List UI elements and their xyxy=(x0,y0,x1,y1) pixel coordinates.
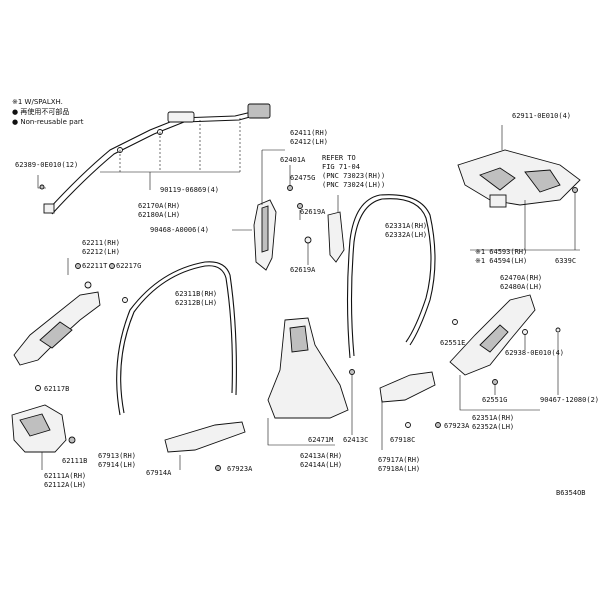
rear-door-scuff-plate[interactable] xyxy=(379,371,436,403)
label-62111b: 62111B xyxy=(62,457,87,465)
bracket-part xyxy=(489,194,507,208)
front-door-scuff-plate[interactable] xyxy=(164,421,246,453)
center-pillar-lower-garnish[interactable] xyxy=(267,317,349,419)
label-67923a-front: 67923A xyxy=(227,465,253,473)
front-pillar-garnish[interactable] xyxy=(13,291,101,366)
label-62480a: 62480A(LH) xyxy=(500,283,542,291)
label-62413a: 62413A(RH) xyxy=(300,452,342,460)
clip-icon xyxy=(68,436,76,444)
assist-grip-part[interactable] xyxy=(327,211,345,263)
label-90119: 90119-06869(4) xyxy=(160,186,219,194)
label-90468: 90468-A0006(4) xyxy=(150,226,209,234)
label-64593: ※1 64593(RH) xyxy=(475,248,527,256)
label-62401a: 62401A xyxy=(280,156,306,164)
legend: ※1 W/SPALXH. ● 再使用不可部品 ● Non-reusable pa… xyxy=(12,98,84,126)
label-62211t: 62211T xyxy=(82,262,108,270)
refer-note-line-1: REFER TO xyxy=(322,154,356,162)
clip-icon xyxy=(452,319,458,325)
label-62413c: 62413C xyxy=(343,436,368,444)
center-pillar-upper-garnish[interactable] xyxy=(253,199,277,271)
clip-icon xyxy=(435,422,441,428)
label-62389: 62389-0E010(12) xyxy=(15,161,78,169)
legend-note-3: ● Non-reusable part xyxy=(12,118,84,126)
clip-icon xyxy=(287,185,293,191)
label-62170a: 62170A(RH) xyxy=(138,202,180,210)
legend-note-1: ※1 W/SPALXH. xyxy=(12,98,63,106)
clip-icon xyxy=(522,329,528,335)
quarter-pillar-garnish[interactable] xyxy=(449,294,536,376)
label-62551g: 62551G xyxy=(482,396,507,404)
label-67913: 67913(RH) xyxy=(98,452,136,460)
label-62180a: 62180A(LH) xyxy=(138,211,180,219)
front-door-opening-trim[interactable] xyxy=(116,261,237,416)
cowl-side-trim[interactable] xyxy=(11,404,67,453)
legend-note-2: ● 再使用不可部品 xyxy=(12,107,69,116)
label-62412: 62412(LH) xyxy=(290,138,328,146)
label-62551e: 62551E xyxy=(440,339,465,347)
clip-icon xyxy=(572,187,578,193)
label-67918a: 67918A(LH) xyxy=(378,465,420,473)
diagram-code: B6354OB xyxy=(556,489,586,497)
label-62352a: 62352A(LH) xyxy=(472,423,514,431)
clip-icon xyxy=(39,184,45,190)
label-62414a: 62414A(LH) xyxy=(300,461,342,469)
label-62471m: 62471M xyxy=(308,436,333,444)
roof-side-inner-garnish[interactable] xyxy=(457,149,581,208)
label-6339c: 6339C xyxy=(555,257,576,265)
curtain-shield-airbag[interactable] xyxy=(43,103,271,215)
label-67917a: 67917A(RH) xyxy=(378,456,420,464)
label-62938: 62938-0E010(4) xyxy=(505,349,564,357)
refer-note-line-4: (PNC 73024(LH)) xyxy=(322,181,385,189)
label-62332a: 62332A(LH) xyxy=(385,231,427,239)
clip-icon xyxy=(349,369,355,375)
label-67918c: 67918C xyxy=(390,436,415,444)
label-90467: 90467-12080(2) xyxy=(540,396,599,404)
rear-door-opening-trim[interactable] xyxy=(346,194,436,359)
label-62117b: 62117B xyxy=(44,385,69,393)
label-67914a: 67914A xyxy=(146,469,172,477)
clip-icon xyxy=(304,236,312,244)
clip-icon xyxy=(405,422,411,428)
label-62475g: 62475G xyxy=(290,174,315,182)
label-62911: 62911-0E010(4) xyxy=(512,112,571,120)
clip-icon xyxy=(555,327,561,333)
label-62411: 62411(RH) xyxy=(290,129,328,137)
label-62212: 62212(LH) xyxy=(82,248,120,256)
label-62351a: 62351A(RH) xyxy=(472,414,514,422)
label-62331a: 62331A(RH) xyxy=(385,222,427,230)
label-64594: ※1 64594(LH) xyxy=(475,257,527,265)
label-62211: 62211(RH) xyxy=(82,239,120,247)
clip-icon xyxy=(109,263,115,269)
label-62619a-upper: 62619A xyxy=(300,208,326,216)
clip-icon xyxy=(84,281,92,289)
clip-icon xyxy=(75,263,81,269)
label-67923a-rear: 67923A xyxy=(444,422,470,430)
label-62619a-lower: 62619A xyxy=(290,266,316,274)
clip-icon xyxy=(122,297,128,303)
label-62311b: 62311B(RH) xyxy=(175,290,217,298)
refer-note-line-3: (PNC 73023(RH)) xyxy=(322,172,385,180)
clip-icon xyxy=(35,385,41,391)
label-67914: 67914(LH) xyxy=(98,461,136,469)
refer-note-line-2: FIG 71-04 xyxy=(322,163,360,171)
label-62217g: 62217G xyxy=(116,262,141,270)
label-62470a: 62470A(RH) xyxy=(500,274,542,282)
clip-icon xyxy=(297,203,303,209)
clip-icon xyxy=(215,465,221,471)
label-62112a: 62112A(LH) xyxy=(44,481,86,489)
label-62111a: 62111A(RH) xyxy=(44,472,86,480)
label-62312b: 62312B(LH) xyxy=(175,299,217,307)
clip-icon xyxy=(492,379,498,385)
